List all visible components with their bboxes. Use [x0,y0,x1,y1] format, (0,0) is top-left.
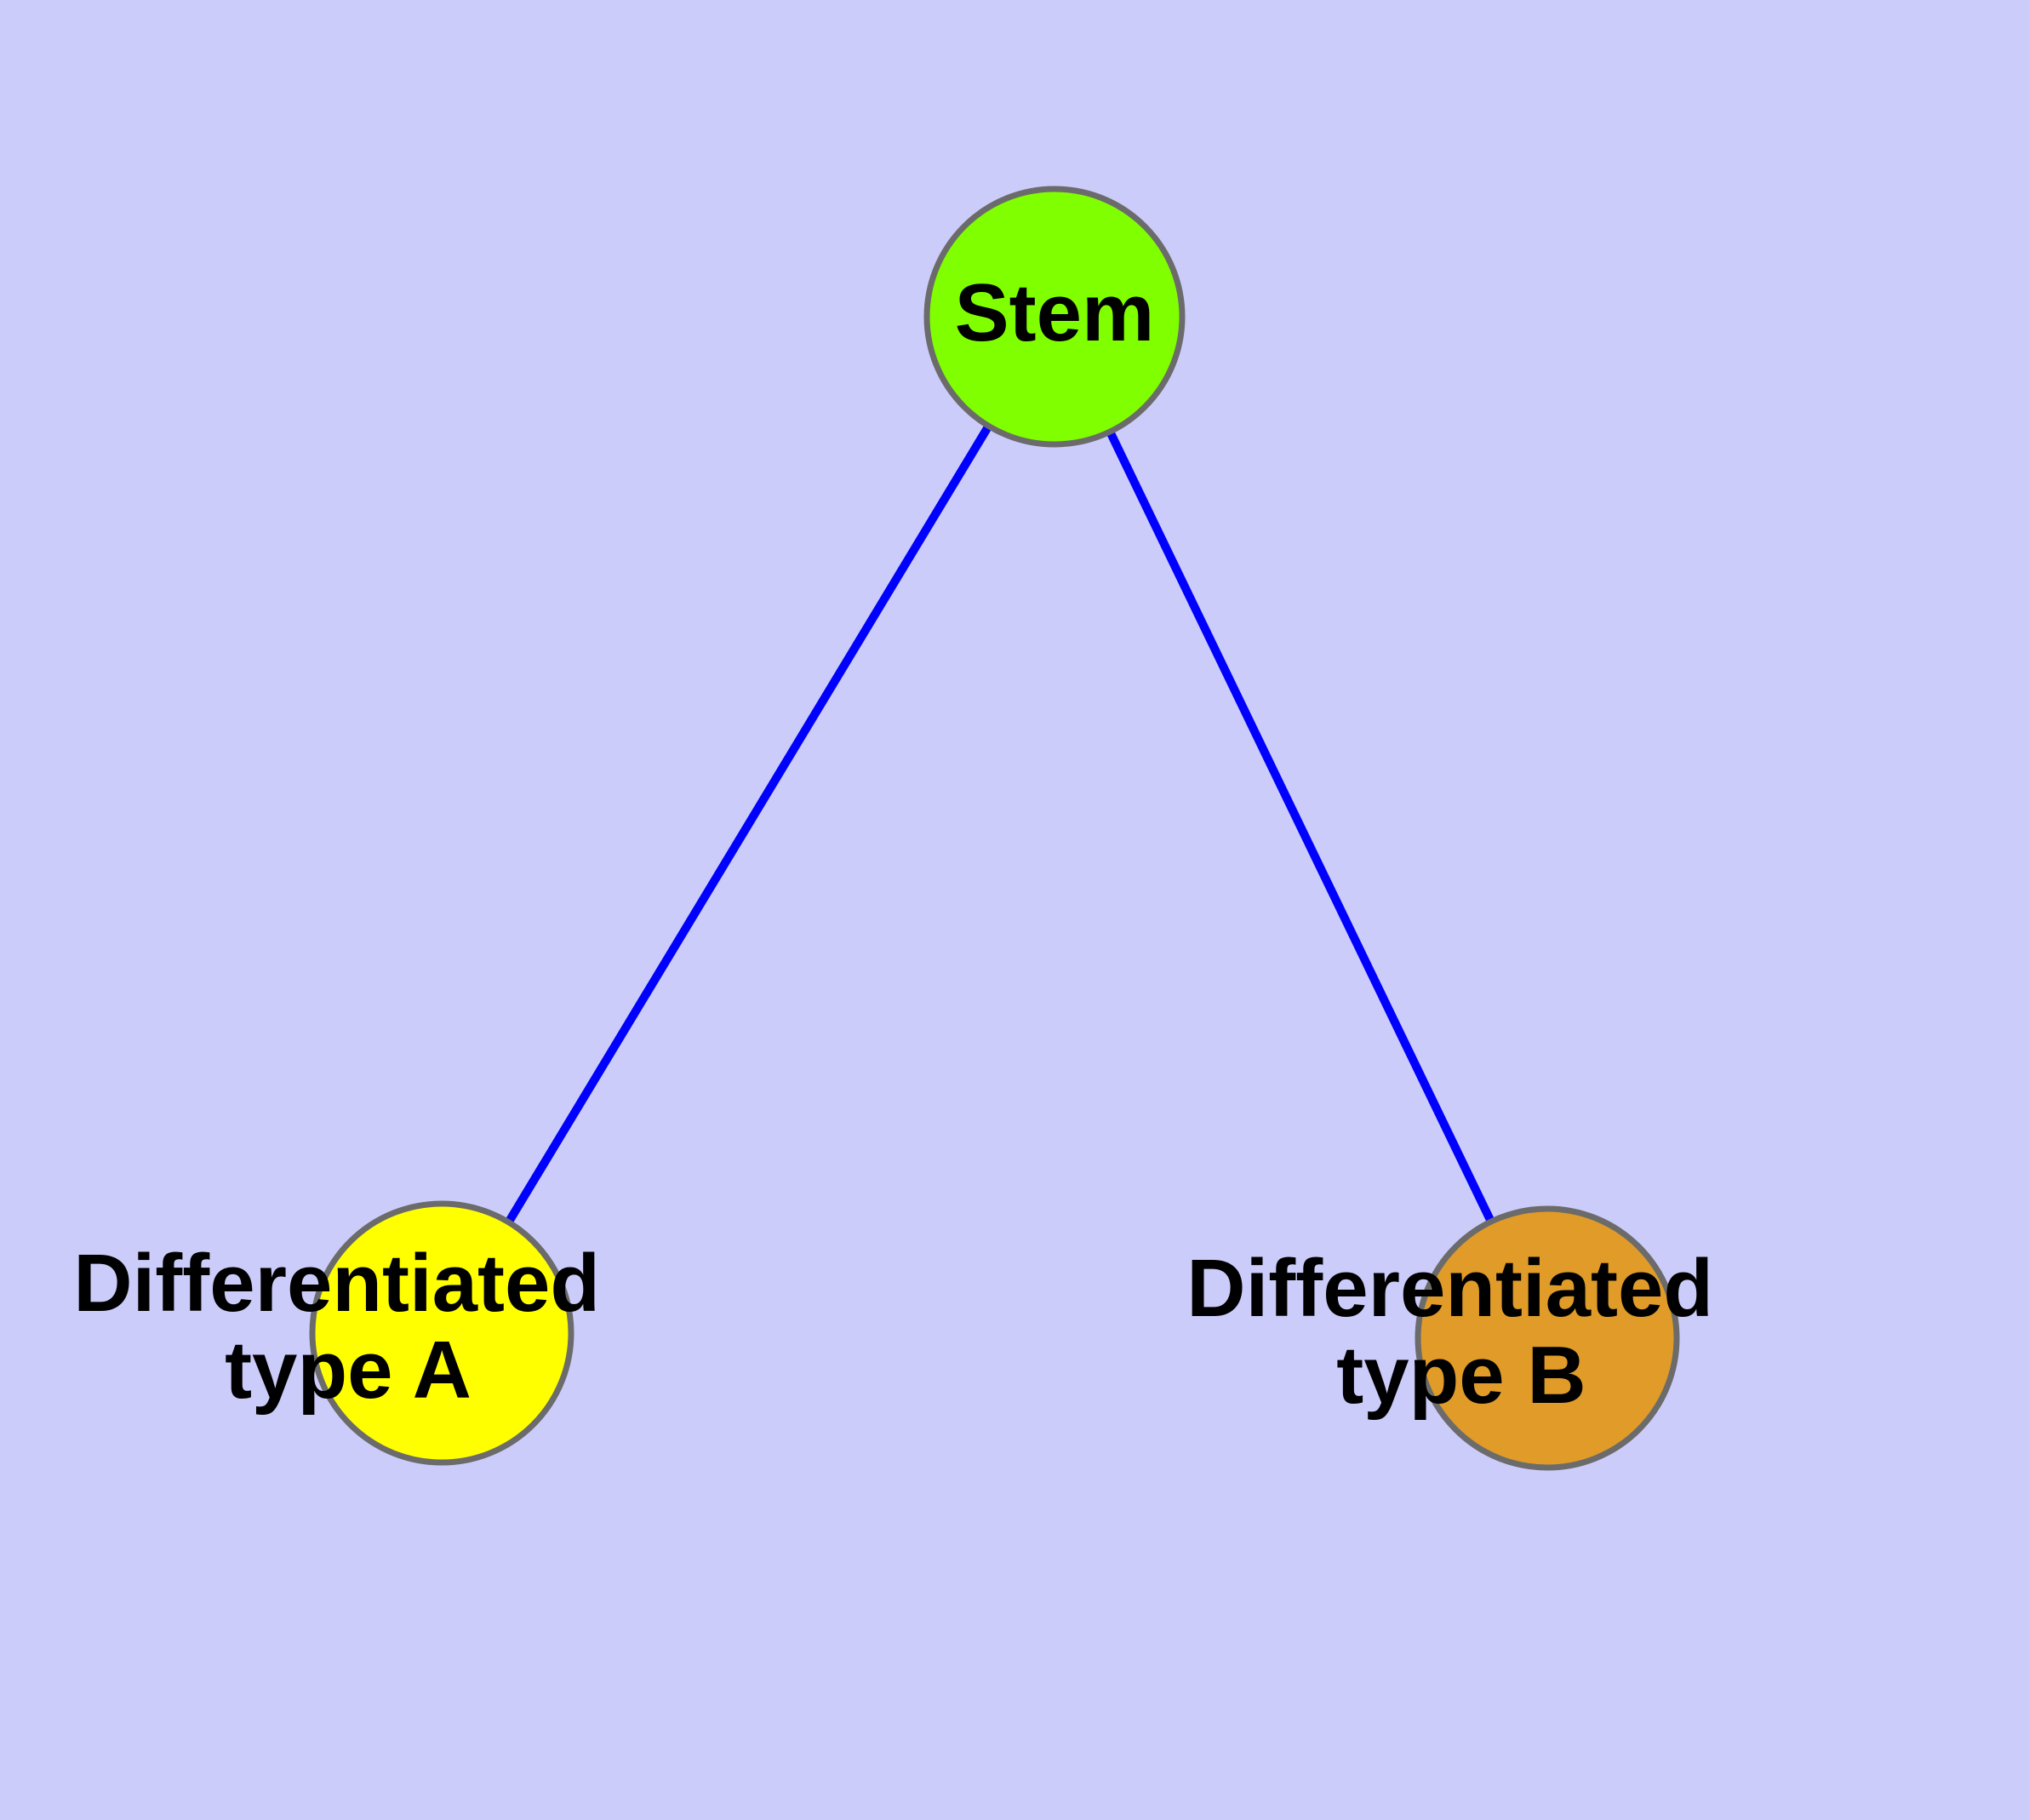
node-type-b-circle[interactable] [1415,1205,1680,1471]
node-stem-circle[interactable] [923,186,1186,448]
node-stem-label: Stem [955,267,1155,358]
node-type-a-label: Differentiated type A [73,1238,622,1416]
node-type-b-label: Differentiated type B [1186,1243,1735,1421]
node-differentiated-type-a[interactable]: Differentiated type A [73,1200,622,1466]
node-type-a-circle[interactable] [309,1200,574,1466]
node-layer: Stem Differentiated type A Differentiate… [73,186,1735,1471]
node-differentiated-type-b[interactable]: Differentiated type B [1186,1205,1735,1471]
edge-stem-to-type-a[interactable] [437,314,1059,1336]
edge-layer [437,314,1552,1341]
node-stem[interactable]: Stem [923,186,1186,448]
edge-stem-to-type-b[interactable] [1050,314,1552,1341]
